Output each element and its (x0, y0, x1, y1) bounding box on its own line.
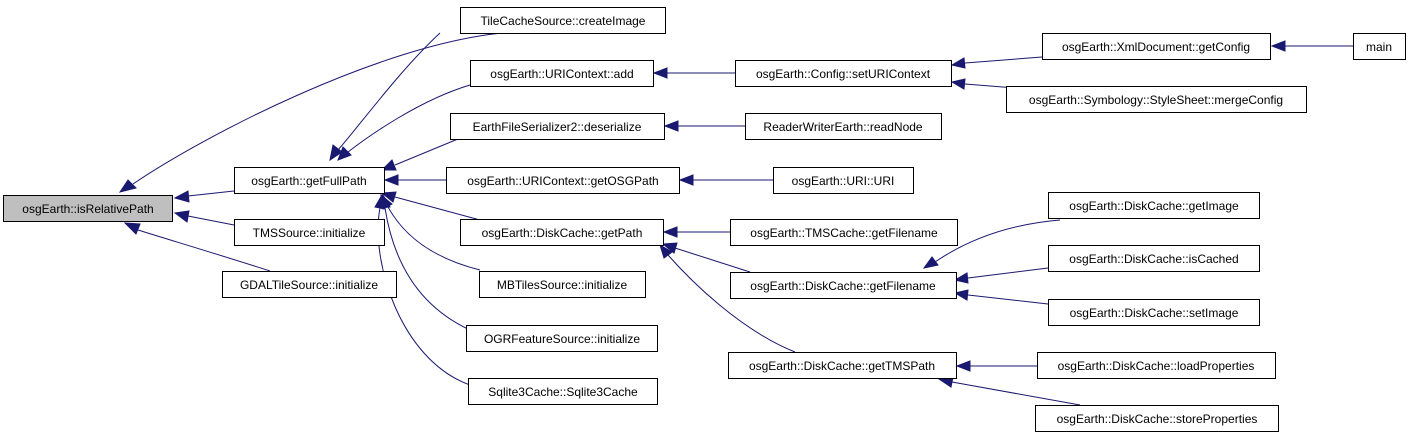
arrowhead (922, 256, 939, 269)
node-label: osgEarth::XmlDocument::getConfig (1062, 40, 1250, 54)
node-label: GDALTileSource::initialize (240, 278, 378, 292)
node-config-seturicontext[interactable]: osgEarth::Config::setURIContext (735, 60, 952, 87)
node-tmscache-getfilename[interactable]: osgEarth::TMSCache::getFilename (730, 219, 958, 246)
node-uri-uri[interactable]: osgEarth::URI::URI (773, 167, 914, 194)
edge-gdal-to-isrelativepath (137, 229, 271, 272)
arrowhead (953, 272, 969, 284)
arrowhead (380, 159, 397, 171)
edge-tilecache-to-getfullpath (337, 32, 441, 151)
node-label: osgEarth::URIContext::add (490, 67, 633, 81)
edge-xmlgetconfig-to-setcontext (964, 56, 1043, 64)
node-tmssource-initialize[interactable]: TMSSource::initialize (234, 219, 385, 246)
node-label: osgEarth::TMSCache::getFilename (750, 226, 938, 240)
node-label: TMSSource::initialize (253, 226, 366, 240)
node-label: osgEarth::DiskCache::getTMSPath (749, 359, 935, 373)
node-label: osgEarth::DiskCache::setImage (1070, 306, 1239, 320)
node-label: osgEarth::URI::URI (792, 174, 895, 188)
edge-storeprops-to-gettmspath (951, 381, 1081, 406)
node-diskcache-storeproperties[interactable]: osgEarth::DiskCache::storeProperties (1035, 405, 1279, 432)
arrowhead (1270, 40, 1286, 52)
node-sqlite3cache[interactable]: Sqlite3Cache::Sqlite3Cache (468, 378, 658, 405)
arrowhead (950, 57, 966, 69)
arrowhead (652, 67, 668, 79)
edge-mbtiles-to-getfullpath (387, 206, 481, 271)
node-label: osgEarth::Config::setURIContext (756, 67, 931, 81)
edge-setimage-to-getfilename (967, 294, 1049, 305)
arrowhead (955, 360, 971, 372)
node-label: EarthFileSerializer2::deserialize (473, 120, 642, 134)
node-isrelativepath[interactable]: osgEarth::isRelativePath (3, 195, 173, 222)
node-diskcache-getfilename[interactable]: osgEarth::DiskCache::getFilename (730, 272, 957, 299)
node-diskcache-getimage[interactable]: osgEarth::DiskCache::getImage (1048, 192, 1260, 219)
edge-getpath-to-getfullpath (394, 196, 481, 221)
node-label: osgEarth::DiskCache::getImage (1069, 199, 1239, 213)
node-earthfileserializer2-deserialize[interactable]: EarthFileSerializer2::deserialize (450, 113, 665, 140)
node-getfullpath[interactable]: osgEarth::getFullPath (234, 167, 385, 194)
edge-ogr-to-getfullpath (384, 207, 471, 331)
arrowhead (123, 222, 141, 235)
arrowhead (953, 289, 969, 301)
arrowhead (662, 226, 678, 238)
node-label: osgEarth::DiskCache::isCached (1069, 252, 1238, 266)
edge-getfilename-to-getpath (674, 247, 751, 273)
arrowhead (663, 120, 679, 132)
edge-gettmspath-to-getpath (667, 254, 796, 353)
node-readerwriterearth-readnode[interactable]: ReaderWriterEarth::readNode (745, 113, 942, 140)
node-label: osgEarth::DiskCache::getPath (482, 226, 643, 240)
node-diskcache-setimage[interactable]: osgEarth::DiskCache::setImage (1048, 299, 1260, 326)
arrowhead (337, 146, 352, 161)
arrowhead (659, 243, 673, 259)
node-tilecachesource-createimage[interactable]: TileCacheSource::createImage (460, 7, 666, 34)
node-label: ReaderWriterEarth::readNode (763, 120, 923, 134)
node-label: osgEarth::DiskCache::storeProperties (1057, 412, 1258, 426)
node-label: main (1366, 40, 1392, 54)
node-main[interactable]: main (1353, 33, 1406, 60)
node-label: osgEarth::URIContext::getOSGPath (467, 174, 658, 188)
edge-tmssource-to-isrelativepath (187, 215, 235, 226)
node-mbtilessource-initialize[interactable]: MBTilesSource::initialize (479, 271, 646, 298)
edge-tilecache-to-isrelativepath (132, 32, 503, 185)
arrowhead (329, 144, 343, 162)
node-label: osgEarth::isRelativePath (22, 202, 153, 216)
arrowhead (118, 179, 137, 193)
node-uricontext-getosgpath[interactable]: osgEarth::URIContext::getOSGPath (446, 167, 680, 194)
node-diskcache-gettmspath[interactable]: osgEarth::DiskCache::getTMSPath (728, 352, 957, 379)
node-diskcache-getpath[interactable]: osgEarth::DiskCache::getPath (460, 219, 664, 246)
node-label: osgEarth::Symbology::StyleSheet::mergeCo… (1029, 93, 1283, 107)
node-label: osgEarth::getFullPath (251, 174, 366, 188)
node-label: osgEarth::DiskCache::loadProperties (1058, 359, 1255, 373)
arrowhead (678, 174, 694, 186)
node-label: osgEarth::DiskCache::getFilename (750, 279, 936, 293)
nodes: osgEarth::isRelativePath osgEarth::getFu… (3, 7, 1406, 432)
arrowhead (173, 210, 190, 223)
node-diskcache-loadproperties[interactable]: osgEarth::DiskCache::loadProperties (1037, 352, 1276, 379)
arrowhead (383, 174, 399, 186)
arrowhead (661, 242, 678, 254)
arrowhead (950, 78, 966, 90)
node-label: OGRFeatureSource::initialize (484, 332, 640, 346)
node-diskcache-iscached[interactable]: osgEarth::DiskCache::isCached (1048, 245, 1260, 272)
arrowhead (374, 193, 386, 210)
arrowhead (173, 190, 190, 203)
node-label: MBTilesSource::initialize (497, 278, 628, 292)
node-gdaltilesource-initialize[interactable]: GDALTileSource::initialize (222, 271, 397, 298)
edge-uriadd-to-getfullpath (347, 84, 471, 153)
node-label: TileCacheSource::createImage (481, 14, 646, 28)
edge-iscached-to-getfilename (967, 267, 1049, 279)
node-xmldocument-getconfig[interactable]: osgEarth::XmlDocument::getConfig (1042, 33, 1271, 60)
node-ogrfeaturesource-initialize[interactable]: OGRFeatureSource::initialize (466, 325, 658, 352)
node-label: Sqlite3Cache::Sqlite3Cache (488, 385, 638, 399)
node-uricontext-add[interactable]: osgEarth::URIContext::add (470, 60, 654, 87)
node-stylesheet-mergeconfig[interactable]: osgEarth::Symbology::StyleSheet::mergeCo… (1006, 86, 1307, 113)
edge-getfullpath-to-isrelativepath (187, 190, 235, 197)
edge-getimage-to-getfilename (934, 219, 1061, 263)
arrowhead (380, 191, 397, 203)
edges (118, 32, 1353, 406)
